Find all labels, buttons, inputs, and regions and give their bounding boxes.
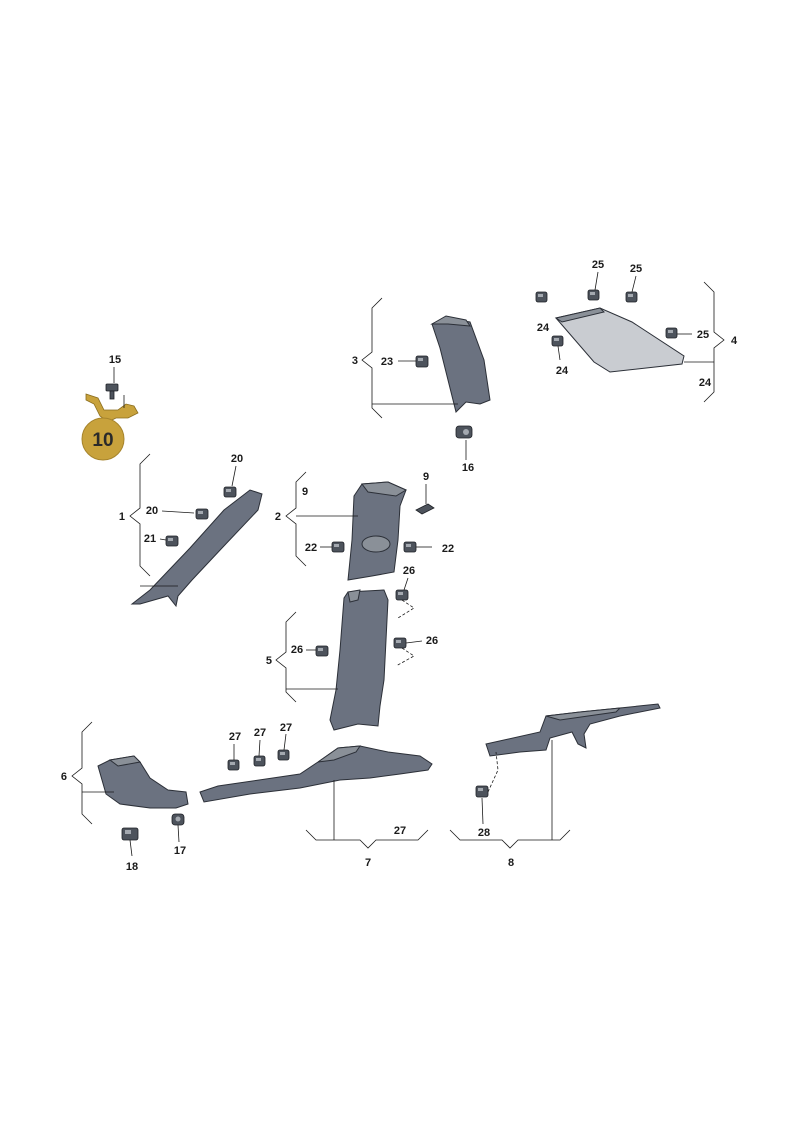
clip-part-27-c[interactable] [277,749,290,761]
callout-2: 2 [275,511,281,523]
b-pillar-upper-trim-part-2[interactable] [347,481,407,581]
brace-part-6 [71,721,93,825]
brace-part-7 [305,829,429,849]
callout-22-b: 22 [442,543,454,555]
clip-part-23[interactable] [415,355,429,368]
c-pillar-trim-part-3[interactable] [431,317,491,413]
clip-part-20-a[interactable] [223,486,237,498]
a-pillar-trim-part-1[interactable] [130,489,263,608]
clip-part-17[interactable] [171,813,185,826]
callout-26-a: 26 [291,644,303,656]
b-pillar-lower-trim-part-5[interactable] [329,589,389,731]
callout-8: 8 [508,857,514,869]
callout-24-a: 24 [537,322,550,334]
callout-26-b: 26 [403,565,415,577]
part-10-badge[interactable] [81,417,125,461]
clip-part-21[interactable] [165,535,179,547]
kick-panel-trim-part-6[interactable] [97,755,189,809]
clip-part-22-a[interactable] [331,541,345,553]
brace-part-3 [361,297,383,419]
clip-part-26-b[interactable] [395,589,409,601]
callout-7: 7 [365,857,371,869]
clip-part-16[interactable] [455,425,473,439]
callout-17: 17 [174,845,186,857]
callout-21: 21 [144,533,156,545]
rear-sill-trim-part-8[interactable] [485,703,661,757]
clip-part-25-b[interactable] [625,291,638,303]
screw-part-15[interactable] [105,383,119,400]
callout-3: 3 [352,355,358,367]
clip-part-27-a[interactable] [227,759,240,771]
callout-28: 28 [478,827,490,839]
callout-27-b: 27 [254,727,266,739]
callout-27-a: 27 [229,731,241,743]
callout-16: 16 [462,462,474,474]
clip-part-26-a[interactable] [315,645,329,657]
clip-part-28[interactable] [475,785,489,798]
clip-part-18[interactable] [121,827,139,841]
callout-24-c: 24 [699,377,712,389]
callout-20-b: 20 [146,505,158,517]
callout-9-a: 9 [302,486,308,498]
clip-part-24-a[interactable] [535,291,548,303]
brace-part-5 [275,611,297,703]
rear-side-trim-part-4[interactable] [555,307,685,373]
callout-27-d: 27 [394,825,406,837]
callout-25-a: 25 [592,259,604,271]
clip-part-25-a[interactable] [587,289,600,301]
clip-part-27-b[interactable] [253,755,266,767]
callout-1: 1 [119,511,125,523]
callout-22-a: 22 [305,542,317,554]
callout-6: 6 [61,771,67,783]
callout-24-b: 24 [556,365,569,377]
clip-part-25-c[interactable] [665,327,678,339]
clip-part-9[interactable] [415,503,435,515]
callout-9-b: 9 [423,471,429,483]
clip-part-20-b[interactable] [195,508,209,520]
callout-20-a: 20 [231,453,243,465]
brace-part-2 [285,471,307,567]
callout-25-b: 25 [630,263,642,275]
clip-part-22-b[interactable] [403,541,417,553]
brace-part-1 [129,453,151,577]
part-10-badge-label: 10 [92,430,113,451]
brace-part-4 [703,281,725,403]
bracket-part-10[interactable] [85,393,139,423]
callout-25-c: 25 [697,329,709,341]
callout-18: 18 [126,861,138,873]
clip-part-24-b[interactable] [551,335,564,347]
callout-15: 15 [109,354,121,366]
callout-26-c: 26 [426,635,438,647]
clip-part-26-c[interactable] [393,637,407,649]
highlighted-part-10[interactable]: 10 [81,393,139,461]
callout-4: 4 [731,335,738,347]
sill-trim-part-7[interactable] [199,745,433,803]
callout-23: 23 [381,356,393,368]
brace-part-8 [449,829,571,849]
callout-5: 5 [266,655,272,667]
callout-27-c: 27 [280,722,292,734]
